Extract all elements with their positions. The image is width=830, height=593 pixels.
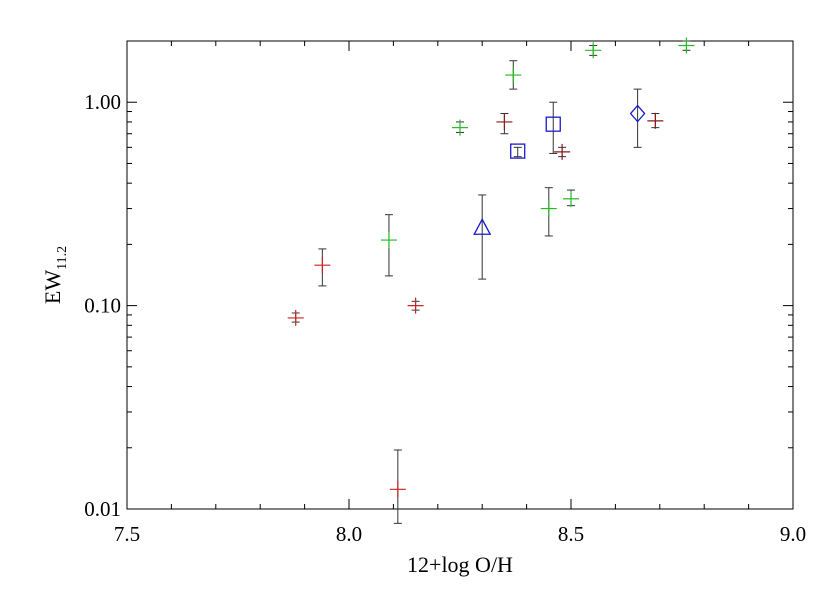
data-point	[287, 309, 304, 326]
axis-ticks	[126, 40, 794, 510]
x-tick-labels: 7.5 8.0 8.5 9.0	[114, 522, 806, 546]
x-axis-label: 12+log O/H	[407, 552, 513, 577]
data-point	[540, 187, 557, 237]
data-point	[678, 37, 695, 54]
y-axis-label: EW11.2	[40, 246, 70, 304]
data-point	[473, 194, 492, 280]
data-point	[452, 119, 468, 136]
y-tick-label: 0.10	[84, 294, 121, 318]
y-axis-label-sub: 11.2	[55, 246, 70, 270]
data-point	[380, 214, 397, 277]
triangle-marker	[473, 217, 492, 235]
data-point	[389, 449, 406, 524]
data-point	[407, 297, 424, 314]
x-tick-label: 8.5	[558, 522, 584, 546]
data-point	[545, 101, 561, 154]
diamond-marker	[629, 104, 646, 123]
data-point	[647, 112, 664, 129]
x-tick-label: 9.0	[780, 522, 806, 546]
x-tick-label: 8.0	[336, 522, 362, 546]
x-tick-label: 7.5	[114, 522, 140, 546]
data-point	[554, 143, 571, 160]
data-point	[505, 60, 522, 90]
y-tick-labels: 0.01 0.10 1.00	[84, 90, 121, 521]
data-marks	[287, 37, 695, 524]
y-tick-label: 0.01	[84, 497, 121, 521]
y-tick-label: 1.00	[84, 90, 121, 114]
data-point	[585, 42, 602, 59]
square-marker	[545, 116, 561, 132]
data-point	[629, 88, 646, 148]
data-point	[314, 248, 331, 287]
square-marker	[510, 143, 526, 159]
data-point	[563, 189, 579, 207]
data-point	[510, 143, 526, 159]
plot-frame	[126, 40, 794, 510]
y-axis-label-main: EW	[40, 270, 65, 304]
data-point	[496, 113, 513, 135]
